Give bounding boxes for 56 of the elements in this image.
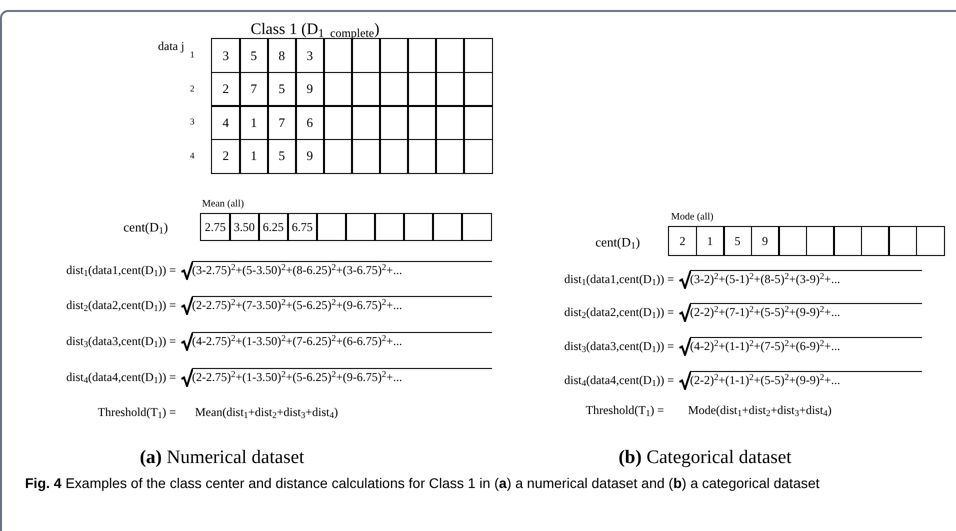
threshold-formula: Mode(dist$_{1}$+dist$_{2}$+dist$_{3}$+dist$_{4}$) — [688, 402, 832, 419]
distance-label: dist$_{3}$(data3,cent(D$_{1}$)) = — [66, 333, 176, 350]
grid-cell: 6.75 — [287, 213, 318, 241]
grid-cell: 9 — [295, 72, 324, 106]
threshold-label: Threshold(T$_{1}$) = — [98, 404, 176, 421]
formula: (2-2.75)$^{2}$+(1-3.50)$^{2}$+(5-6.25)$^{2}$+(9-6.75)$^{2}$+... — [192, 368, 492, 384]
grid-cell: 3 — [295, 38, 324, 73]
grid-cell: 5 — [239, 38, 268, 73]
centroid-label: cent(D$_{1}$) — [123, 218, 168, 237]
formula: (2-2.75)$^{2}$+(7-3.50)$^{2}$+(5-6.25)$^{2}$+(9-6.75)$^{2}$+... — [192, 296, 492, 312]
distance-label: dist$_{2}$(data2,cent(D$_{1}$)) = — [564, 304, 674, 321]
distance-label: dist$_{4}$(data4,cent(D$_{1}$)) = — [564, 372, 674, 389]
distance-label: dist$_{1}$(data1,cent(D$_{1}$)) = — [66, 262, 176, 279]
grid-cell: 7 — [267, 105, 296, 140]
grid-cell: 1 — [239, 138, 268, 174]
subfigure-caption: (a) Numerical dataset — [140, 446, 304, 470]
grid-cell: 9 — [295, 138, 324, 174]
grid-cell: 4 — [211, 105, 240, 140]
threshold-formula: Mean(dist$_{1}$+dist$_{2}$+dist$_{3}$+dist$_{4}$) — [195, 404, 338, 421]
distance-label: dist$_{3}$(data3,cent(D$_{1}$)) = — [564, 338, 674, 355]
grid-cell: 2 — [668, 226, 697, 256]
row-number: 3 — [190, 115, 194, 128]
grid-cell: 6.25 — [258, 213, 288, 241]
formula: (2-2)$^{2}$+(1-1)$^{2}$+(5-5)$^{2}$+(9-9)$^{2}$+... — [690, 371, 922, 387]
row-number: 1 — [190, 48, 194, 62]
grid-cell: 3 — [211, 38, 240, 73]
formula: (3-2.75)$^{2}$+(5-3.50)$^{2}$+(8-6.25)$^{2}$+(3-6.75)$^{2}$+... — [192, 261, 492, 277]
grid-cell: 2 — [211, 72, 240, 106]
row-number: 2 — [190, 82, 194, 95]
figure-caption: Fig. 4 Examples of the class center and distance calculations for Class 1 in (a) a numerical dataset and (b) a categorical dataset — [25, 474, 821, 493]
grid-cell: 7 — [239, 72, 268, 106]
grid-cell: 5 — [267, 138, 296, 174]
centroid-method-label: Mean (all) — [202, 198, 244, 212]
distance-label: dist$_{4}$(data4,cent(D$_{1}$)) = — [66, 369, 176, 386]
centroid-method-label: Mode (all) — [671, 210, 714, 224]
grid-cell: 5 — [267, 72, 296, 106]
formula: (4-2.75)$^{2}$+(1-3.50)$^{2}$+(7-6.25)$^{2}$+(6-6.75)$^{2}$+... — [192, 332, 492, 348]
grid-cell: 9 — [750, 226, 780, 256]
distance-label: dist$_{1}$(data1,cent(D$_{1}$)) = — [564, 271, 674, 288]
distance-label: dist$_{2}$(data2,cent(D$_{1}$)) = — [66, 297, 176, 314]
row-number: 4 — [190, 148, 194, 162]
grid-cell: 8 — [267, 38, 296, 73]
grid-cell: 6 — [295, 105, 324, 140]
grid-cell: 2 — [211, 138, 240, 174]
grid-cell: 1 — [239, 105, 268, 140]
formula: (3-2)$^{2}$+(5-1)$^{2}$+(8-5)$^{2}$+(3-9)$^{2}$+... — [690, 270, 922, 286]
centroid-label: cent(D$_{1}$) — [595, 233, 640, 252]
threshold-label: Threshold(T$_{1}$) = — [586, 402, 664, 419]
row-axis-label: data j — [158, 38, 184, 55]
subfigure-caption: (b) Categorical dataset — [618, 446, 792, 470]
grid-cell: 3.50 — [229, 213, 260, 241]
grid-cell: 1 — [696, 226, 724, 256]
grid-cell: 5 — [723, 226, 752, 256]
formula: (4-2)$^{2}$+(1-1)$^{2}$+(7-5)$^{2}$+(6-9)$^{2}$+... — [690, 337, 922, 353]
formula: (2-2)$^{2}$+(7-1)$^{2}$+(5-5)$^{2}$+(9-9)$^{2}$+... — [690, 303, 922, 319]
grid-cell: 2.75 — [200, 213, 230, 241]
